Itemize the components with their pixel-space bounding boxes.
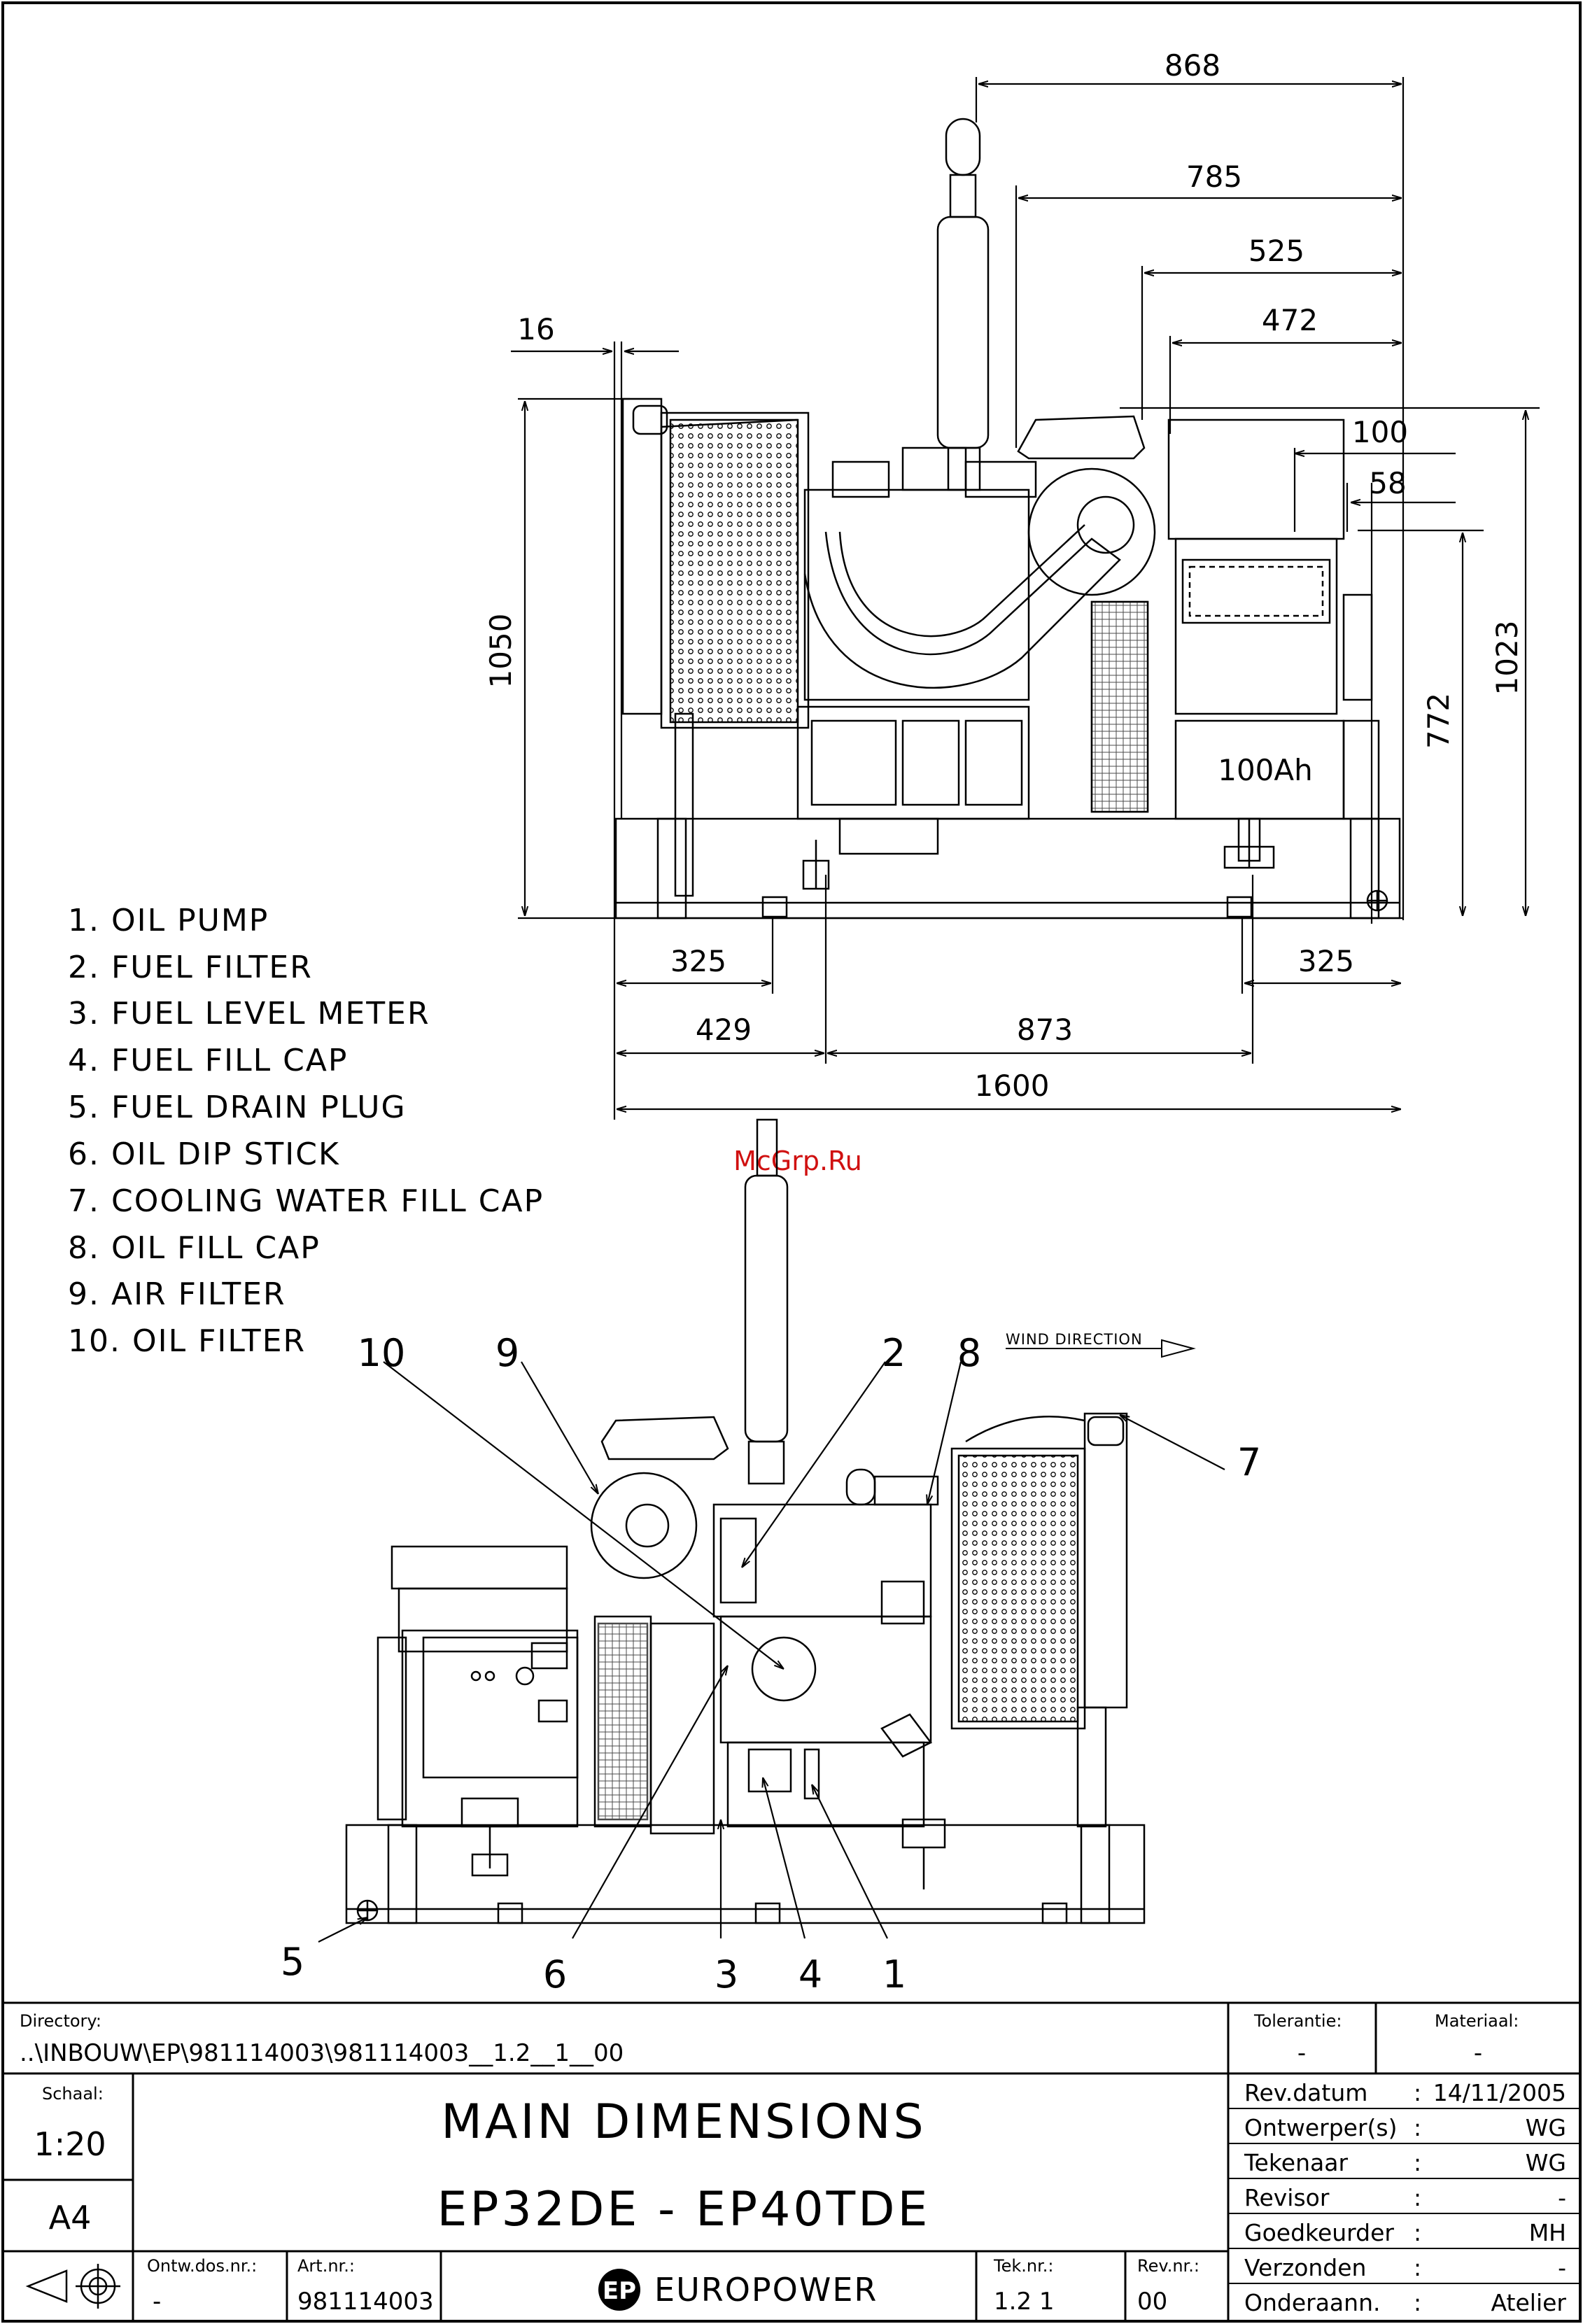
wind-direction-indicator: WIND DIRECTION — [1006, 1331, 1196, 1358]
company-logo-text: EUROPOWER — [654, 2271, 878, 2309]
legend-item-3: 3. FUEL LEVEL METER — [68, 996, 430, 1031]
rev-value: 00 — [1137, 2288, 1167, 2316]
tek-value: 1.2 1 — [994, 2288, 1055, 2316]
dim-100: 100 — [1352, 415, 1408, 449]
legend-item-9: 9. AIR FILTER — [68, 1276, 286, 1312]
dim-785: 785 — [1186, 160, 1242, 194]
legend-item-6: 6. OIL DIP STICK — [68, 1136, 340, 1172]
ontwerper-label: Ontwerper(s) — [1244, 2114, 1397, 2141]
legend-item-4: 4. FUEL FILL CAP — [68, 1043, 348, 1078]
callout-6: 6 — [543, 1952, 567, 1996]
callout-10: 10 — [358, 1331, 406, 1375]
callout-4: 4 — [798, 1952, 822, 1996]
tekenaar-value: WG — [1526, 2149, 1566, 2176]
ontw-label: Ontw.dos.nr.: — [147, 2256, 257, 2276]
rev-label: Rev.nr.: — [1137, 2256, 1199, 2276]
dim-472: 472 — [1262, 303, 1318, 337]
callout-leaders — [318, 1361, 1225, 1943]
revisor-value: - — [1558, 2184, 1566, 2211]
callout-9: 9 — [495, 1331, 519, 1375]
dim-525: 525 — [1248, 234, 1304, 268]
projection-symbol-icon — [25, 2264, 120, 2309]
dim-1023: 1023 — [1490, 621, 1524, 696]
verzonden-sep: : — [1414, 2254, 1421, 2281]
goedkeurder-value: MH — [1529, 2219, 1566, 2246]
onderaann-value: Atelier — [1491, 2289, 1567, 2316]
component-legend: 1. OIL PUMP 2. FUEL FILTER 3. FUEL LEVEL… — [68, 903, 544, 1359]
dim-325-right: 325 — [1298, 944, 1354, 978]
dim-58: 58 — [1369, 466, 1406, 500]
dim-325-left: 325 — [670, 944, 726, 978]
title-block-text: Directory: ..\INBOUW\EP\981114003\981114… — [20, 2011, 1566, 2316]
onderaann-sep: : — [1414, 2289, 1421, 2316]
tekenaar-sep: : — [1414, 2149, 1421, 2176]
materiaal-value: - — [1474, 2039, 1482, 2067]
revisor-label: Revisor — [1244, 2184, 1330, 2211]
directory-value: ..\INBOUW\EP\981114003\981114003__1.2__1… — [20, 2039, 624, 2067]
europower-logo-icon: EP — [598, 2269, 640, 2311]
oil-filter-icon — [751, 1636, 817, 1702]
drawing-subtitle: EP32DE - EP40TDE — [437, 2182, 931, 2237]
dim-868: 868 — [1165, 48, 1220, 83]
dim-429: 429 — [696, 1013, 752, 1047]
verzonden-value: - — [1558, 2254, 1566, 2281]
rev-datum-label: Rev.datum — [1244, 2079, 1367, 2106]
callout-7: 7 — [1237, 1440, 1261, 1484]
verzonden-label: Verzonden — [1244, 2254, 1366, 2281]
legend-item-8: 8. OIL FILL CAP — [68, 1230, 321, 1266]
callout-3: 3 — [715, 1952, 738, 1996]
art-label: Art.nr.: — [297, 2256, 355, 2276]
wind-arrow-icon — [1161, 1339, 1196, 1358]
legend-item-7: 7. COOLING WATER FILL CAP — [68, 1183, 544, 1219]
side-view-callouts: 10 9 2 8 7 5 6 3 4 1 — [281, 1331, 1261, 1996]
legend-item-1: 1. OIL PUMP — [68, 903, 269, 938]
tolerantie-value: - — [1297, 2039, 1306, 2067]
svg-text:EP: EP — [603, 2277, 636, 2305]
callout-1: 1 — [882, 1952, 906, 1996]
ontwerper-value: WG — [1526, 2114, 1566, 2141]
dim-1050: 1050 — [484, 614, 518, 689]
top-view-dimension-values: 868 785 525 472 16 100 58 1050 1023 772 … — [484, 48, 1524, 1103]
watermark: McGrp.Ru — [733, 1146, 862, 1176]
legend-item-5: 5. FUEL DRAIN PLUG — [68, 1090, 407, 1125]
dim-772: 772 — [1421, 693, 1456, 749]
dim-1600: 1600 — [975, 1069, 1050, 1103]
top-view-drawing — [614, 118, 1401, 920]
callout-2: 2 — [882, 1331, 906, 1375]
scale-value: 1:20 — [34, 2125, 106, 2163]
ontw-value: - — [153, 2288, 161, 2316]
drawing-title: MAIN DIMENSIONS — [441, 2094, 926, 2150]
callout-8: 8 — [957, 1331, 981, 1375]
tolerantie-label: Tolerantie: — [1253, 2011, 1342, 2031]
title-block-grid — [3, 2001, 1580, 2321]
side-view-drawing — [345, 1118, 1146, 1924]
battery-label: 100Ah — [1218, 753, 1313, 787]
art-value: 981114003 — [297, 2288, 434, 2316]
dim-16: 16 — [517, 312, 554, 346]
legend-item-2: 2. FUEL FILTER — [68, 950, 313, 985]
revisor-sep: : — [1414, 2184, 1421, 2211]
materiaal-label: Materiaal: — [1435, 2011, 1519, 2031]
ontwerper-sep: : — [1414, 2114, 1421, 2141]
wind-direction-label: WIND DIRECTION — [1006, 1331, 1143, 1348]
dim-873: 873 — [1017, 1013, 1073, 1047]
callout-5: 5 — [281, 1940, 304, 1984]
goedkeurder-sep: : — [1414, 2219, 1421, 2246]
top-view-dimension-lines — [511, 77, 1540, 1120]
rev-datum-value: 14/11/2005 — [1433, 2079, 1566, 2106]
tek-label: Tek.nr.: — [993, 2256, 1053, 2276]
schaal-label: Schaal: — [42, 2084, 104, 2104]
rev-datum-sep: : — [1414, 2079, 1421, 2106]
legend-item-10: 10. OIL FILTER — [68, 1323, 306, 1359]
tekenaar-label: Tekenaar — [1244, 2149, 1348, 2176]
paper-format: A4 — [49, 2199, 92, 2237]
directory-label: Directory: — [20, 2011, 101, 2031]
goedkeurder-label: Goedkeurder — [1244, 2219, 1394, 2246]
onderaann-label: Onderaann. — [1244, 2289, 1380, 2316]
